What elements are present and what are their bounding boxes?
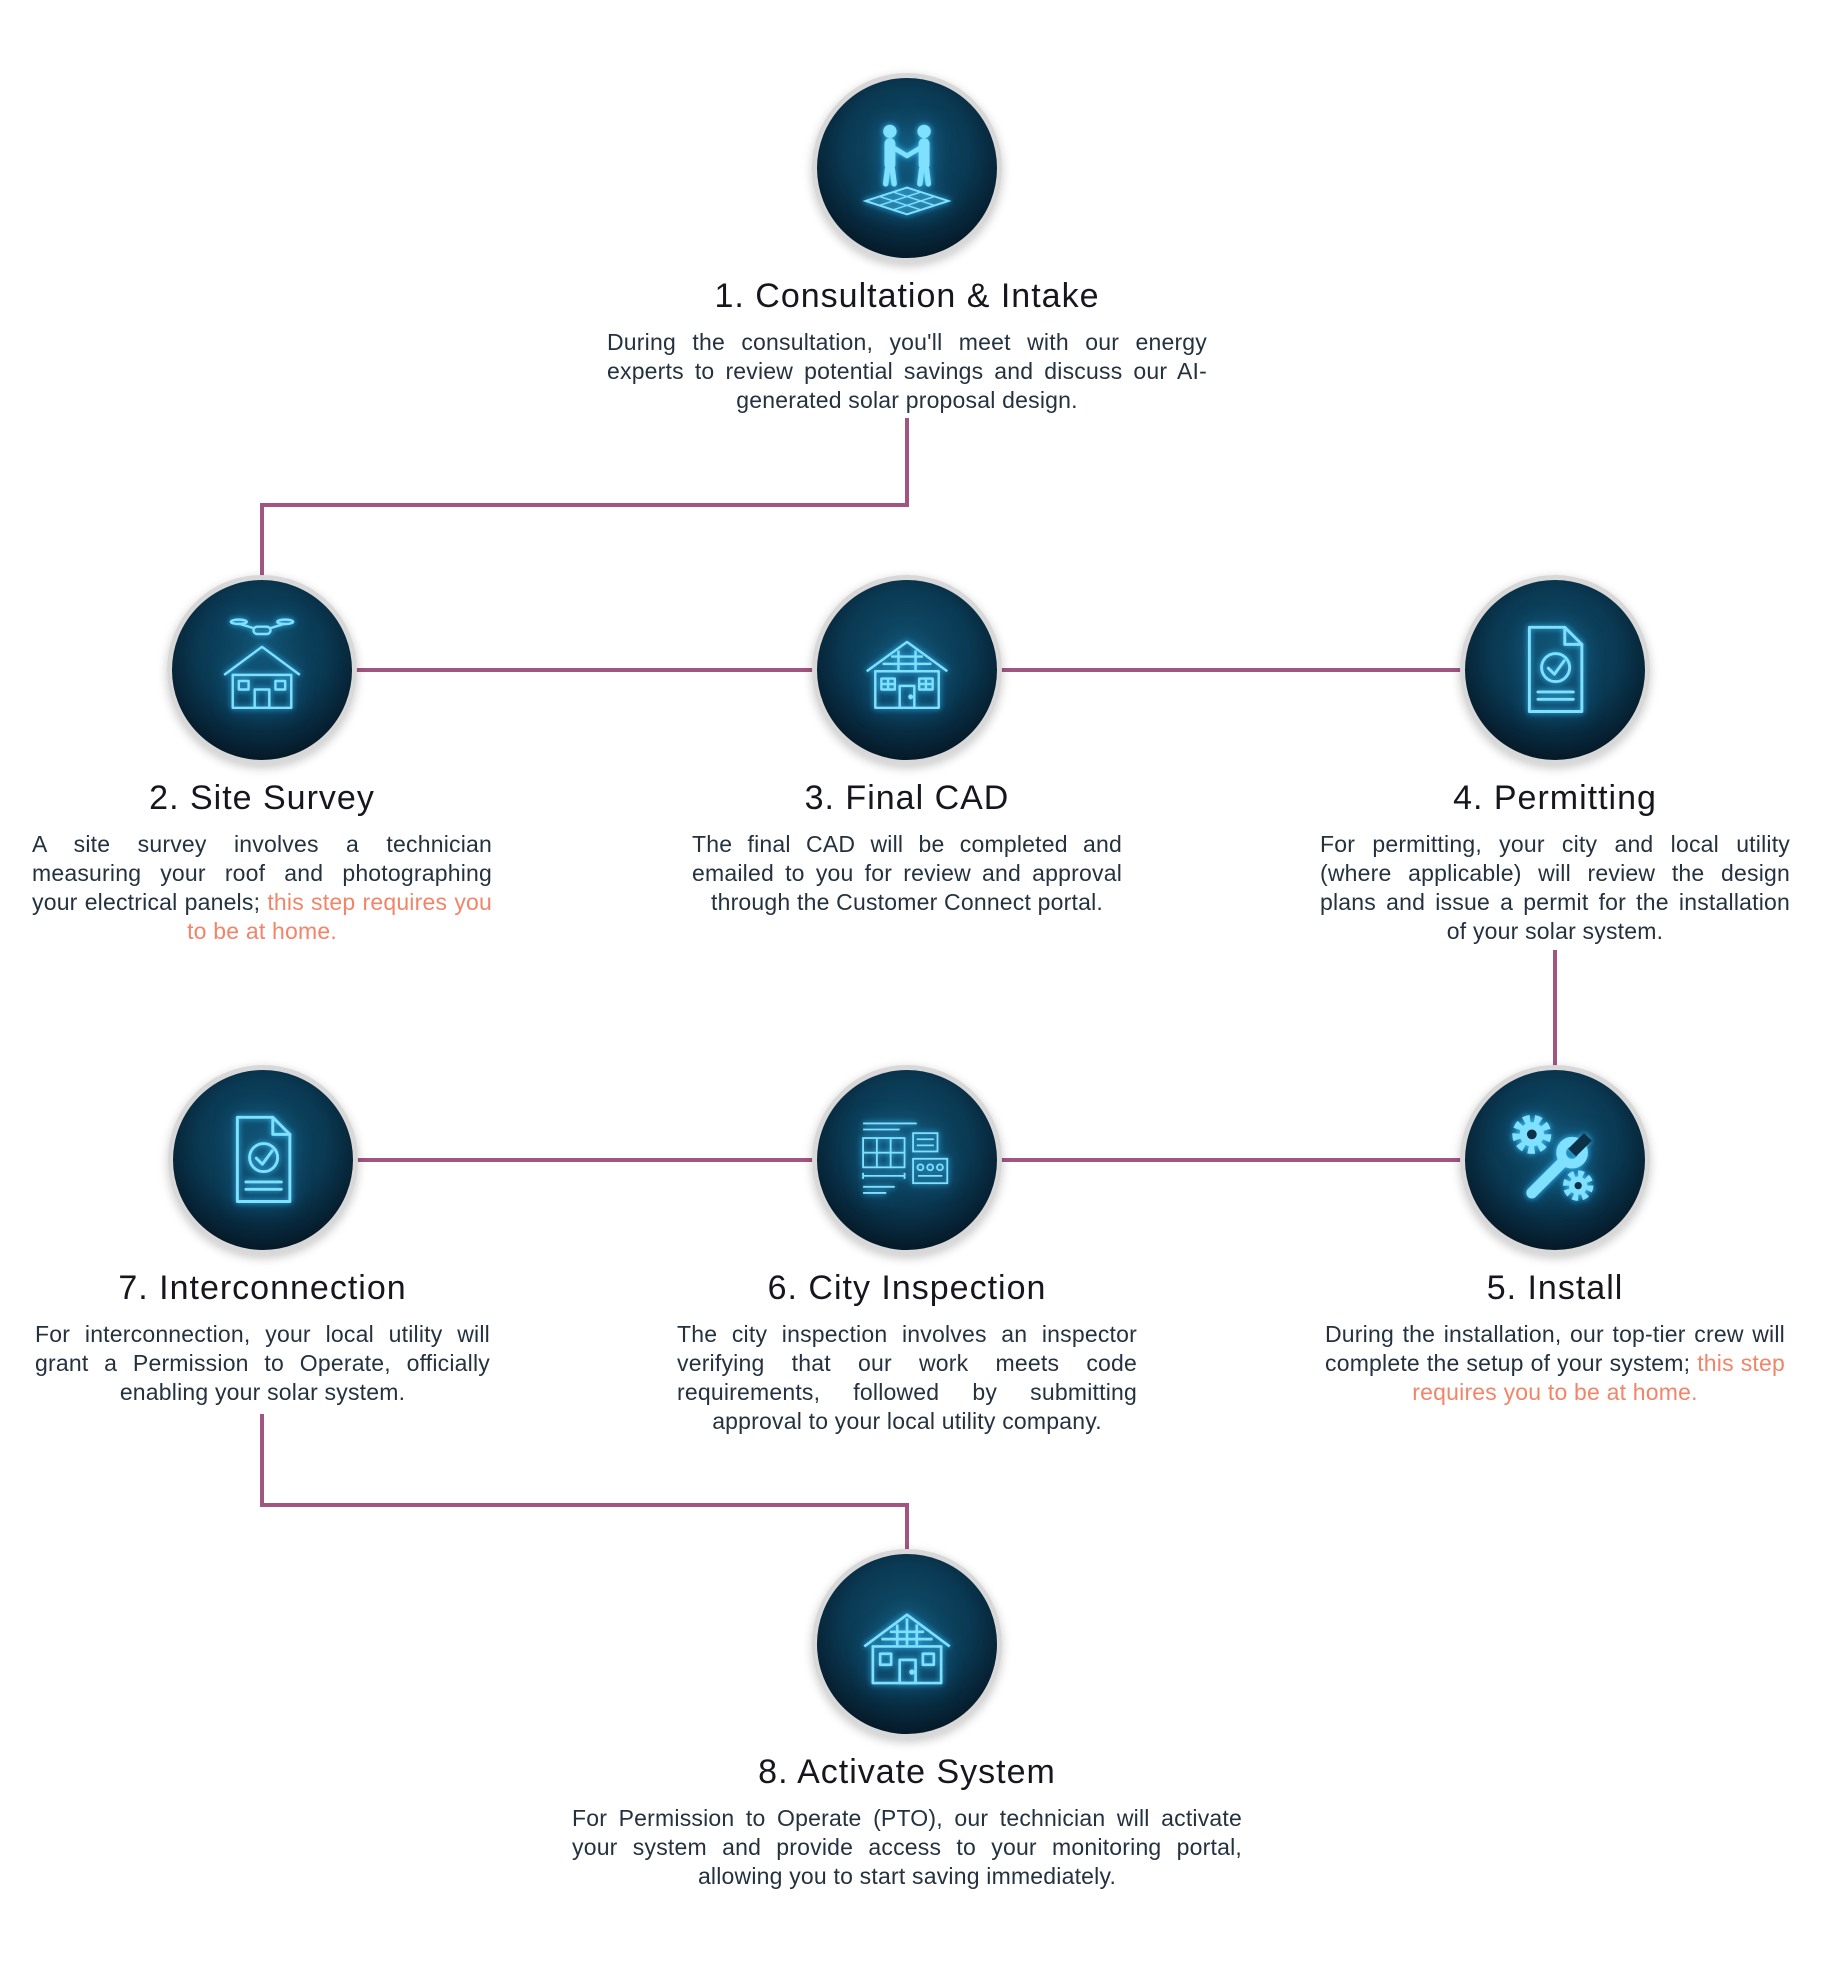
description-text: The city inspection involves an inspecto… <box>677 1321 1137 1434</box>
step2-description: A site survey involves a technician meas… <box>32 830 492 946</box>
description-text: For Permission to Operate (PTO), our tec… <box>572 1805 1242 1889</box>
step6-icon-circle <box>812 1065 1002 1255</box>
highlighted-note-text: this step requires you to be at home. <box>187 889 492 944</box>
connector-step1-to-step2-vertical <box>905 418 909 507</box>
step2-title: 2. Site Survey <box>149 779 375 817</box>
connector-step7-to-step8-vertical <box>260 1414 264 1507</box>
step3-title: 3. Final CAD <box>804 779 1010 817</box>
step-site-survey: 2. Site Survey A site survey involves a … <box>32 575 492 946</box>
step5-title: 5. Install <box>1486 1269 1624 1307</box>
description-text: A site survey involves a technician meas… <box>32 831 492 915</box>
step4-description: For permitting, your city and local util… <box>1320 830 1790 946</box>
house-drone-survey-icon <box>223 618 301 710</box>
step3-description: The final CAD will be completed and emai… <box>692 830 1122 917</box>
step2-icon-circle <box>167 575 357 765</box>
description-text: During the consultation, you'll meet wit… <box>607 329 1207 413</box>
step6-description: The city inspection involves an inspecto… <box>677 1320 1137 1436</box>
step1-title: 1. Consultation & Intake <box>714 277 1100 315</box>
document-check-icon <box>235 1115 291 1203</box>
step-permitting: 4. Permitting For permitting, your city … <box>1320 575 1790 946</box>
step5-icon-circle <box>1460 1065 1650 1255</box>
connector-step4-to-step5-vertical <box>1553 950 1557 1070</box>
step-final-cad: 3. Final CAD The final CAD will be compl… <box>692 575 1122 917</box>
step-install: 5. Install During the installation, our … <box>1325 1065 1785 1407</box>
step8-title: 8. Activate System <box>758 1753 1056 1791</box>
description-text: For interconnection, your local utility … <box>35 1321 490 1405</box>
house-cad-icon <box>866 640 948 710</box>
step-consultation-intake: 1. Consultation & Intake During the cons… <box>607 73 1207 415</box>
step-interconnection: 7. Interconnection For interconnection, … <box>35 1065 490 1407</box>
step7-title: 7. Interconnection <box>118 1269 407 1307</box>
step3-icon-circle <box>812 575 1002 765</box>
blueprint-icon <box>862 1122 949 1194</box>
step5-description: During the installation, our top-tier cr… <box>1325 1320 1785 1407</box>
step4-icon-circle <box>1460 575 1650 765</box>
step-city-inspection: 6. City Inspection The city inspection i… <box>677 1065 1137 1436</box>
step-activate-system: 8. Activate System For Permission to Ope… <box>572 1549 1242 1891</box>
step1-description: During the consultation, you'll meet wit… <box>607 328 1207 415</box>
description-text: For permitting, your city and local util… <box>1320 831 1790 944</box>
connector-step1-to-step2-horizontal <box>260 503 909 507</box>
highlighted-note-text: this step requires you to be at home. <box>1412 1350 1785 1405</box>
document-check-icon <box>1527 625 1584 713</box>
connector-step7-to-step8-drop <box>905 1503 909 1554</box>
description-text: The final CAD will be completed and emai… <box>692 831 1122 915</box>
tools-icon <box>1512 1114 1594 1201</box>
step7-icon-circle <box>167 1065 358 1255</box>
step6-title: 6. City Inspection <box>767 1269 1047 1307</box>
step1-icon-circle <box>812 73 1002 263</box>
connector-step1-to-step2-drop <box>260 503 264 579</box>
step8-icon-circle <box>812 1549 1002 1739</box>
description-text: During the installation, our top-tier cr… <box>1325 1321 1785 1376</box>
step4-title: 4. Permitting <box>1453 779 1657 817</box>
connector-step7-to-step8-horizontal <box>260 1503 909 1507</box>
step7-description: For interconnection, your local utility … <box>35 1320 490 1407</box>
handshake-solar-icon <box>862 124 952 216</box>
step8-description: For Permission to Operate (PTO), our tec… <box>572 1804 1242 1891</box>
house-solar-icon <box>863 1613 951 1685</box>
